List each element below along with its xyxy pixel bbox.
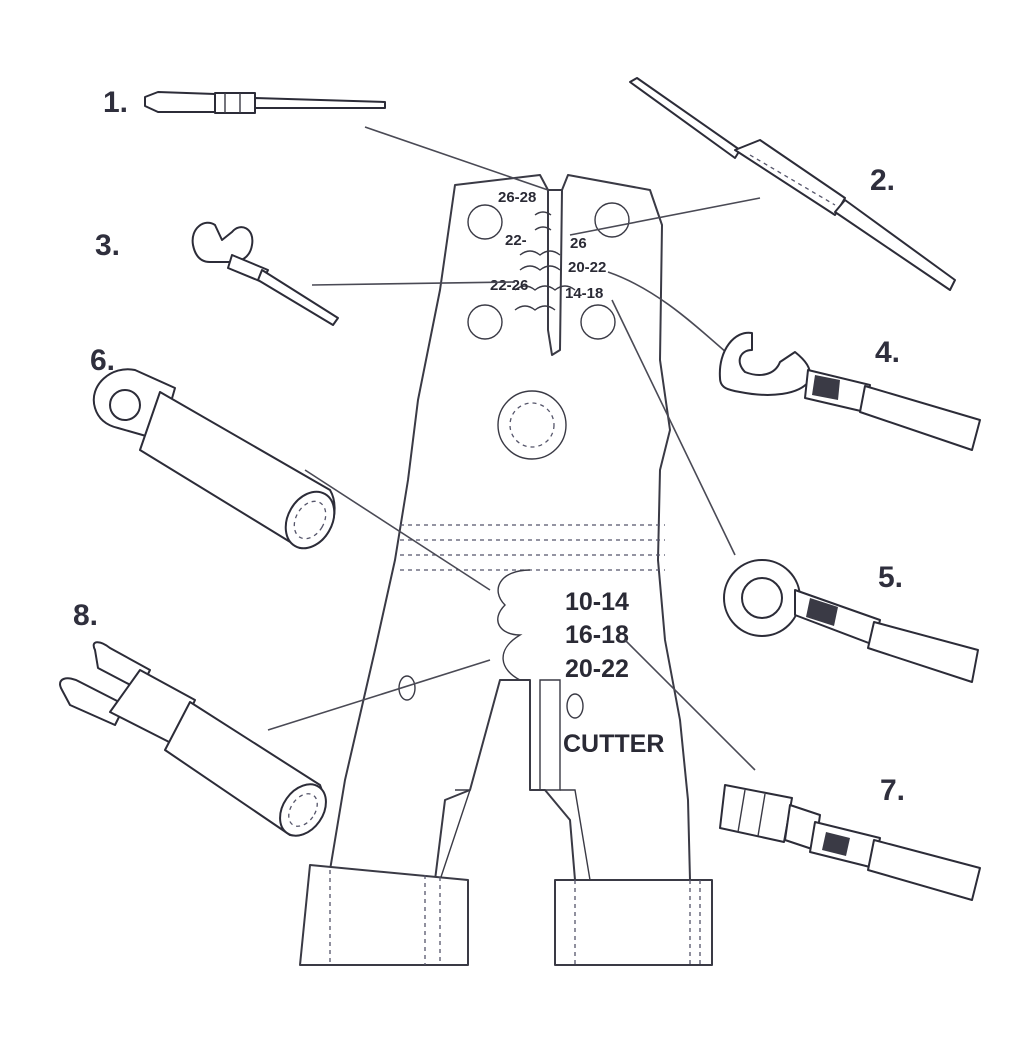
left-grip xyxy=(299,864,469,966)
callout-2: 2. xyxy=(870,164,895,197)
cutter-label: CUTTER xyxy=(563,730,664,758)
callout-4: 4. xyxy=(875,336,900,369)
part-1-pin-terminal xyxy=(144,91,386,114)
rivet-icon xyxy=(467,304,503,340)
crimping-tool xyxy=(299,174,713,966)
jaw-label-10-14: 10-14 xyxy=(565,588,629,616)
part-2-butt-splice xyxy=(629,77,956,291)
die-label-14-18: 14-18 xyxy=(565,285,603,302)
part-7-female-disconnect xyxy=(719,784,981,901)
callout-6: 6. xyxy=(90,344,115,377)
callout-5: 5. xyxy=(878,561,903,594)
die-label-22-26: 22-26 xyxy=(490,277,528,294)
callout-8: 8. xyxy=(73,599,98,632)
right-grip xyxy=(554,879,713,966)
part-5-ring-terminal xyxy=(723,559,979,683)
jaw-label-16-18: 16-18 xyxy=(565,621,629,649)
die-label-22: 22- xyxy=(505,232,527,249)
jaw-label-20-22: 20-22 xyxy=(565,655,629,683)
rivet-icon xyxy=(467,204,503,240)
callout-1: 1. xyxy=(103,86,128,119)
pivot-bolt-icon xyxy=(497,390,567,460)
die-label-20-22: 20-22 xyxy=(568,259,606,276)
part-4-fork-terminal xyxy=(718,331,981,451)
die-label-26-28: 26-28 xyxy=(498,189,536,206)
leader-lines xyxy=(267,126,761,771)
callout-7: 7. xyxy=(880,774,905,807)
rivet-icon xyxy=(580,304,616,340)
rivet-icon xyxy=(594,202,630,238)
part-8-fork-terminal-insulated xyxy=(59,641,327,837)
die-label-26: 26 xyxy=(570,235,587,252)
callout-3: 3. xyxy=(95,229,120,262)
part-3-fork-terminal xyxy=(191,221,339,326)
part-6-ring-terminal-insulated xyxy=(92,368,336,550)
